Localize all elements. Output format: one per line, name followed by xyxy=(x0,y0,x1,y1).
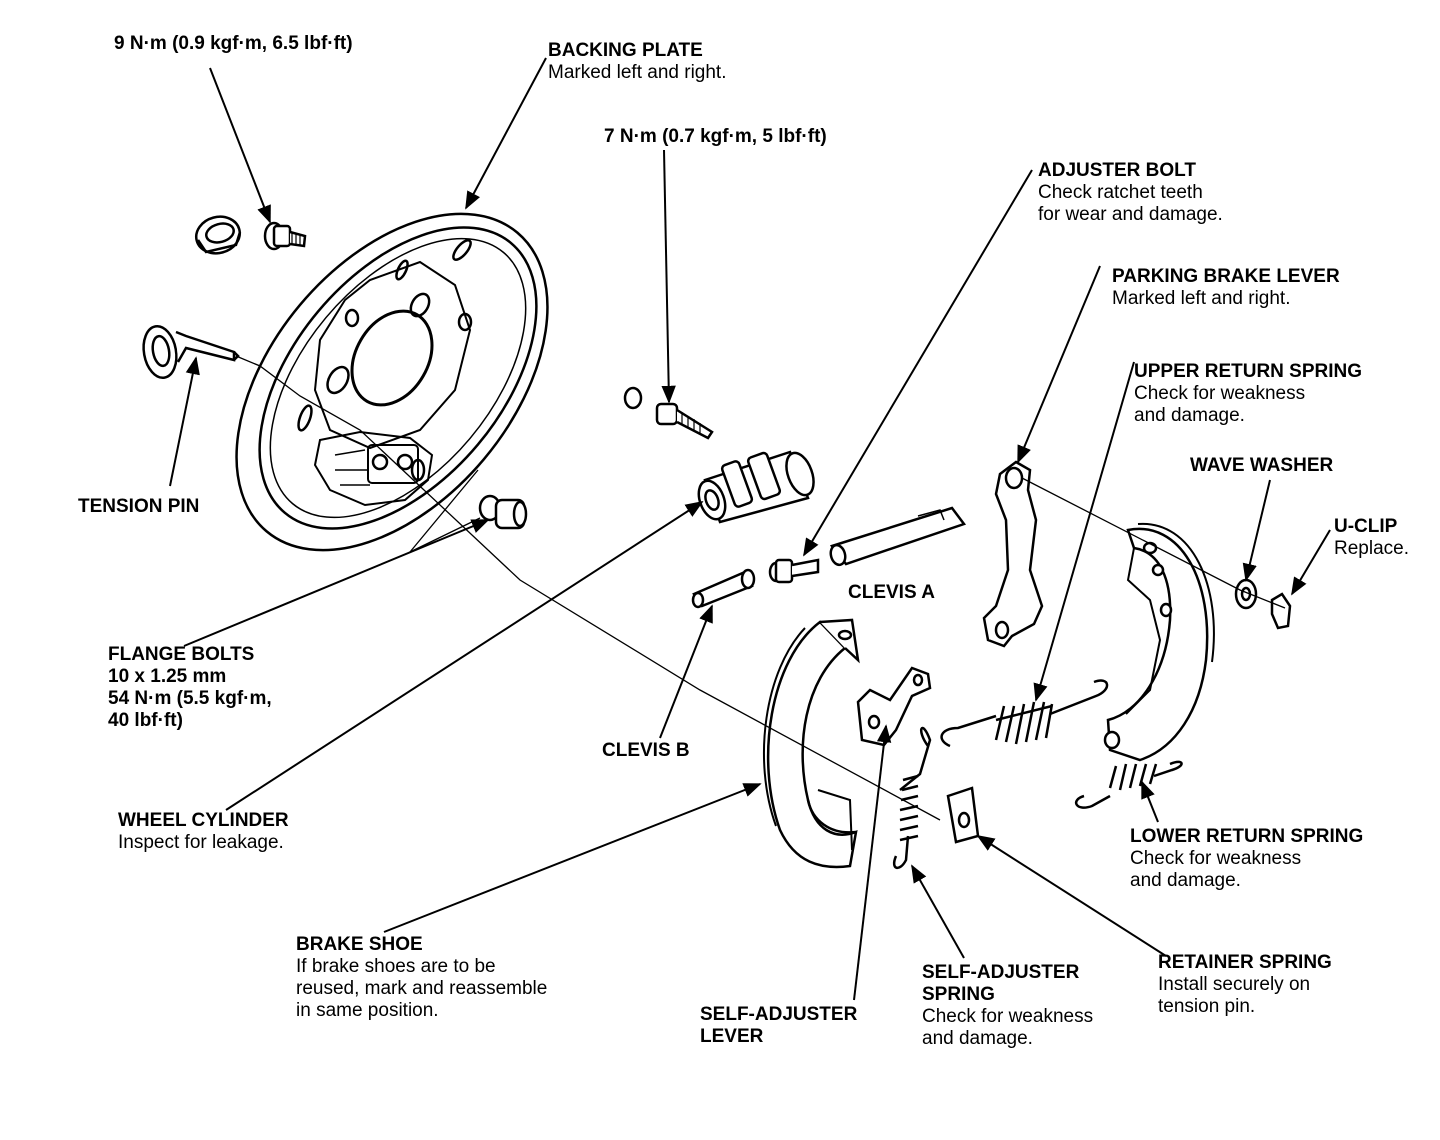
lower-return-spring-note-1: Check for weakness xyxy=(1130,848,1302,869)
tension-pin-title: TENSION PIN xyxy=(78,496,200,517)
wheel-cylinder-note: Inspect for leakage. xyxy=(118,832,284,853)
wave-washer-part xyxy=(1234,578,1258,610)
flange-bolts-title: FLANGE BOLTS xyxy=(108,644,255,665)
flange-bolt-part xyxy=(478,494,528,530)
wheel-cylinder-part xyxy=(697,450,815,524)
tension-pin-label: TENSION PIN xyxy=(78,496,199,518)
upper-return-spring-part xyxy=(940,679,1109,748)
flange-bolts-line-2: 54 N·m (5.5 kgf·m, xyxy=(108,688,272,709)
flange-bolts-label: FLANGE BOLTS 10 x 1.25 mm 54 N·m (5.5 kg… xyxy=(108,644,272,732)
retainer-spring-note-2: tension pin. xyxy=(1158,996,1256,1017)
assembly-axis-lines xyxy=(235,355,1286,821)
flange-bolts-line-1: 10 x 1.25 mm xyxy=(108,666,227,687)
adjuster-bolt-part xyxy=(768,558,820,584)
u-clip-part xyxy=(1270,592,1292,630)
brake-shoe-note-1: If brake shoes are to be xyxy=(296,956,496,977)
self-adjuster-spring-part xyxy=(892,726,932,869)
tension-pin-part xyxy=(142,324,240,380)
parking-brake-lever-title: PARKING BRAKE LEVER xyxy=(1112,266,1340,287)
self-adjuster-spring-title-2: SPRING xyxy=(922,984,995,1005)
brake-shoe-note-2: reused, mark and reassemble xyxy=(296,978,548,999)
lower-return-spring-label: LOWER RETURN SPRING Check for weakness a… xyxy=(1130,826,1363,892)
brake-shoe-note-3: in same position. xyxy=(296,1000,439,1021)
self-adjuster-lever-label: SELF-ADJUSTER LEVER xyxy=(700,1004,857,1048)
lower-return-spring-title: LOWER RETURN SPRING xyxy=(1130,826,1364,847)
torque-9nm-label: 9 N·m (0.9 kgf·m, 6.5 lbf·ft) xyxy=(114,33,353,55)
torque-7nm-text: 7 N·m (0.7 kgf·m, 5 lbf·ft) xyxy=(604,126,827,147)
self-adjuster-spring-title-1: SELF-ADJUSTER xyxy=(922,962,1080,983)
self-adjuster-spring-note-1: Check for weakness xyxy=(922,1006,1094,1027)
torque-9nm-text: 9 N·m (0.9 kgf·m, 6.5 lbf·ft) xyxy=(114,33,353,54)
self-adjuster-lever-title-1: SELF-ADJUSTER xyxy=(700,1004,858,1025)
brake-shoe-title: BRAKE SHOE xyxy=(296,934,423,955)
flange-bolts-line-3: 40 lbf·ft) xyxy=(108,710,183,731)
clevis-a-part xyxy=(829,506,967,567)
self-adjuster-spring-label: SELF-ADJUSTER SPRING Check for weakness … xyxy=(922,962,1093,1050)
brake-shoe-label: BRAKE SHOE If brake shoes are to be reus… xyxy=(296,934,547,1022)
brake-shoe-left-part xyxy=(762,618,860,869)
retainer-spring-title: RETAINER SPRING xyxy=(1158,952,1332,973)
bolt-9nm xyxy=(263,221,307,251)
retainer-spring-note-1: Install securely on xyxy=(1158,974,1311,995)
lower-return-spring-note-2: and damage. xyxy=(1130,870,1241,891)
wave-washer-label: WAVE WASHER xyxy=(1190,455,1333,477)
backing-plate xyxy=(235,212,549,552)
self-adjuster-lever-title-2: LEVER xyxy=(700,1026,764,1047)
brake-shoe-right-part xyxy=(1103,522,1215,762)
clevis-b-part xyxy=(691,568,756,609)
clevis-a-label: CLEVIS A xyxy=(848,582,935,604)
clevis-a-title: CLEVIS A xyxy=(848,582,935,603)
grommet-top xyxy=(194,215,242,255)
adjuster-bolt-label: ADJUSTER BOLT Check ratchet teeth for we… xyxy=(1038,160,1223,226)
retainer-spring-label: RETAINER SPRING Install securely on tens… xyxy=(1158,952,1332,1018)
backing-plate-label: BACKING PLATE Marked left and right. xyxy=(548,40,726,84)
self-adjuster-spring-note-2: and damage. xyxy=(922,1028,1033,1049)
wheel-cylinder-title: WHEEL CYLINDER xyxy=(118,810,289,831)
adjuster-bolt-title: ADJUSTER BOLT xyxy=(1038,160,1196,181)
backing-plate-title: BACKING PLATE xyxy=(548,40,703,61)
upper-return-spring-note-2: and damage. xyxy=(1134,405,1245,426)
adjuster-bolt-note-1: Check ratchet teeth xyxy=(1038,182,1203,203)
parking-brake-lever-note: Marked left and right. xyxy=(1112,288,1291,309)
u-clip-label: U-CLIP Replace. xyxy=(1334,516,1409,560)
u-clip-note: Replace. xyxy=(1334,538,1409,559)
backing-plate-note: Marked left and right. xyxy=(548,62,727,83)
torque-7nm-label: 7 N·m (0.7 kgf·m, 5 lbf·ft) xyxy=(604,126,827,148)
adjuster-bolt-note-2: for wear and damage. xyxy=(1038,204,1223,225)
upper-return-spring-label: UPPER RETURN SPRING Check for weakness a… xyxy=(1134,361,1362,427)
bleeder-screw xyxy=(623,386,714,440)
upper-return-spring-note-1: Check for weakness xyxy=(1134,383,1306,404)
parking-brake-lever-part xyxy=(982,460,1044,648)
u-clip-title: U-CLIP xyxy=(1334,516,1398,537)
wheel-cylinder-label: WHEEL CYLINDER Inspect for leakage. xyxy=(118,810,289,854)
retainer-spring-part xyxy=(946,786,980,844)
self-adjuster-lever-part xyxy=(856,666,932,747)
lower-return-spring-part xyxy=(1074,760,1183,809)
clevis-b-label: CLEVIS B xyxy=(602,740,690,762)
leader-lines xyxy=(169,57,1331,1001)
wave-washer-title: WAVE WASHER xyxy=(1190,455,1334,476)
upper-return-spring-title: UPPER RETURN SPRING xyxy=(1134,361,1363,382)
parking-brake-lever-label: PARKING BRAKE LEVER Marked left and righ… xyxy=(1112,266,1340,310)
clevis-b-title: CLEVIS B xyxy=(602,740,690,761)
